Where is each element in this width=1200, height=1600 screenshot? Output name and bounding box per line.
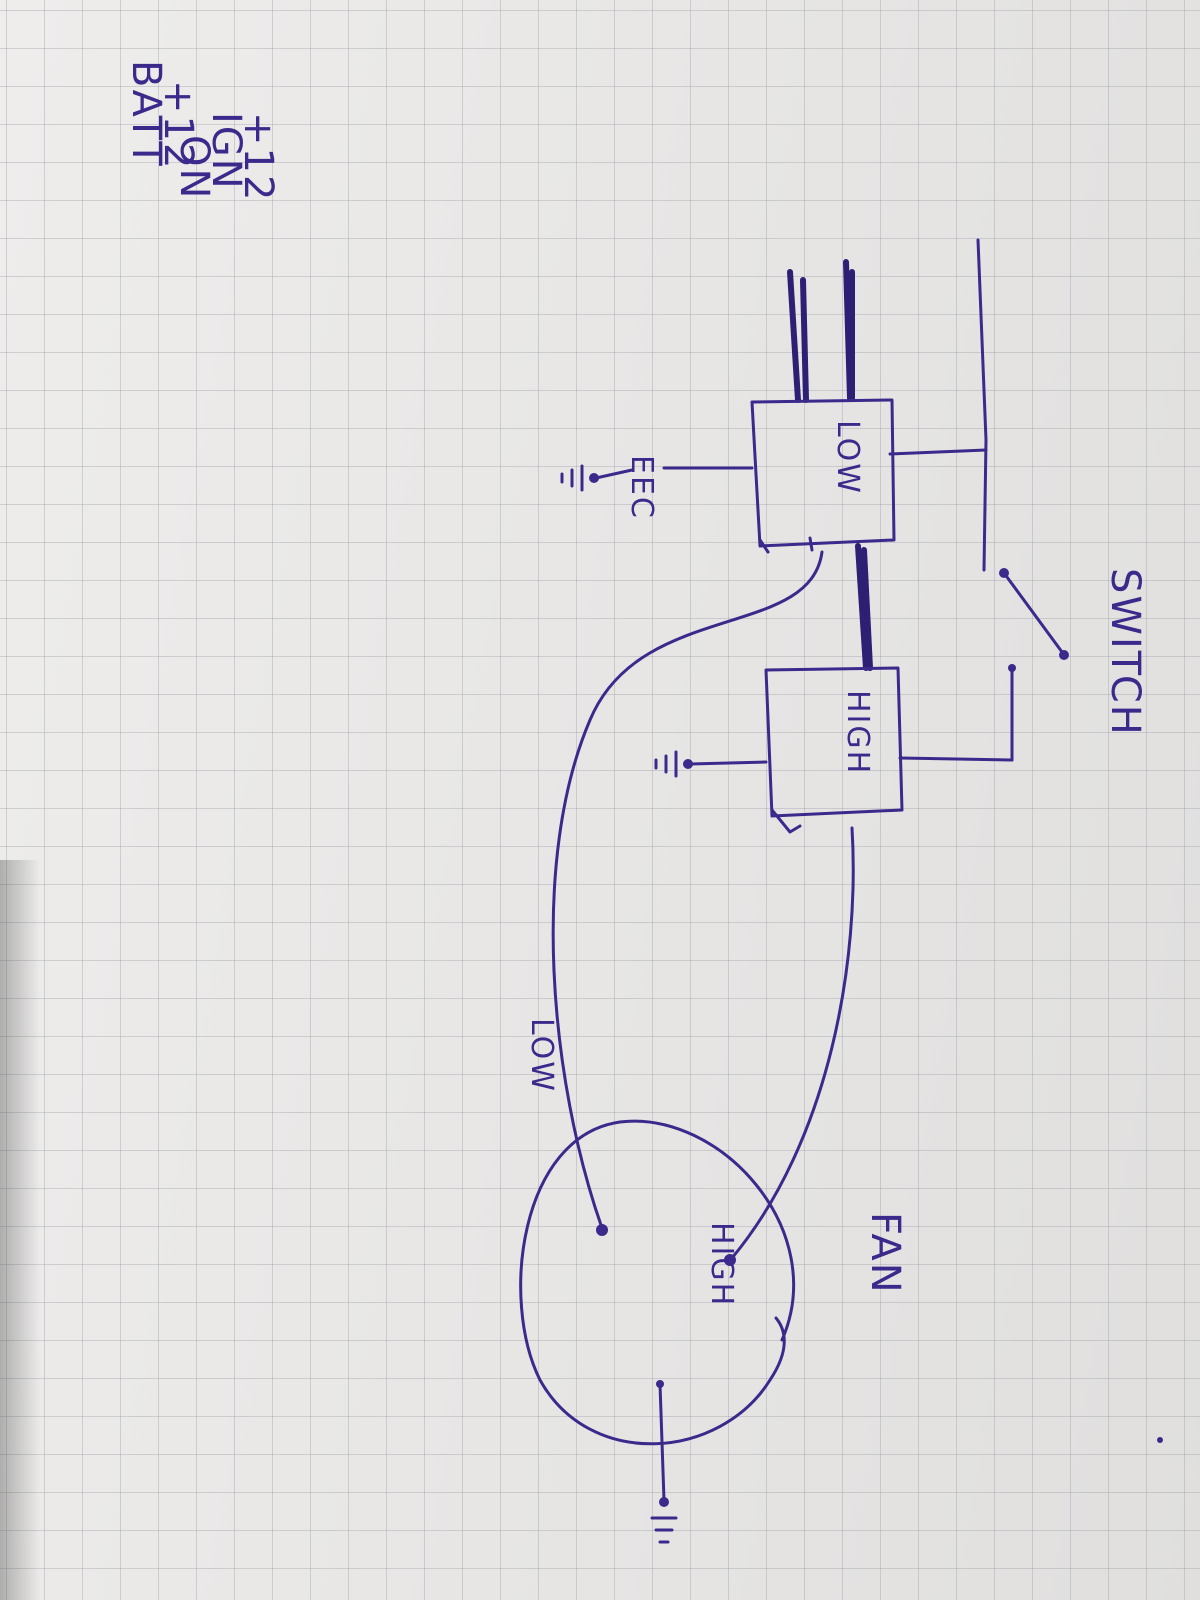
relay-low-box xyxy=(750,398,896,554)
ground-icon xyxy=(650,1516,678,1544)
eec-label: EEC xyxy=(624,455,659,520)
batt-label-line1: +12 xyxy=(155,80,201,170)
relay-high-ground-wire xyxy=(683,759,768,769)
ign-label: +12 IGN ON xyxy=(171,112,281,202)
relay-high-box xyxy=(764,666,904,834)
batt-label: +12 BATT xyxy=(123,60,201,170)
eec-wire xyxy=(589,466,754,483)
switch-label: SWITCH xyxy=(1102,568,1148,737)
relay-link-wire xyxy=(855,543,873,671)
ign-label-line3: ON xyxy=(171,135,217,200)
battery-feed-wires xyxy=(787,259,855,403)
ign-label-line2: IGN xyxy=(203,112,249,191)
fan-low-terminal xyxy=(596,1224,608,1236)
ign-label-line1: +12 xyxy=(235,112,281,202)
fan-ground-wire xyxy=(656,1380,669,1507)
relay-low-label: LOW xyxy=(830,420,865,495)
switch-icon xyxy=(898,568,1069,762)
ignition-feed-wire xyxy=(888,238,988,572)
ink-speck xyxy=(1157,1437,1163,1443)
ground-icon xyxy=(654,750,678,778)
relay-high-label: HIGH xyxy=(840,690,875,775)
fan-label: FAN xyxy=(862,1212,908,1295)
high-speed-wire xyxy=(730,826,855,1260)
fan-high-terminal xyxy=(724,1254,736,1266)
batt-label-line2: BATT xyxy=(123,60,169,168)
fan-circle xyxy=(519,1119,796,1446)
edge-shadow xyxy=(0,860,40,1600)
wire-low-label: LOW xyxy=(524,1018,559,1093)
low-speed-wire xyxy=(551,550,824,1230)
ground-icon xyxy=(560,464,584,492)
